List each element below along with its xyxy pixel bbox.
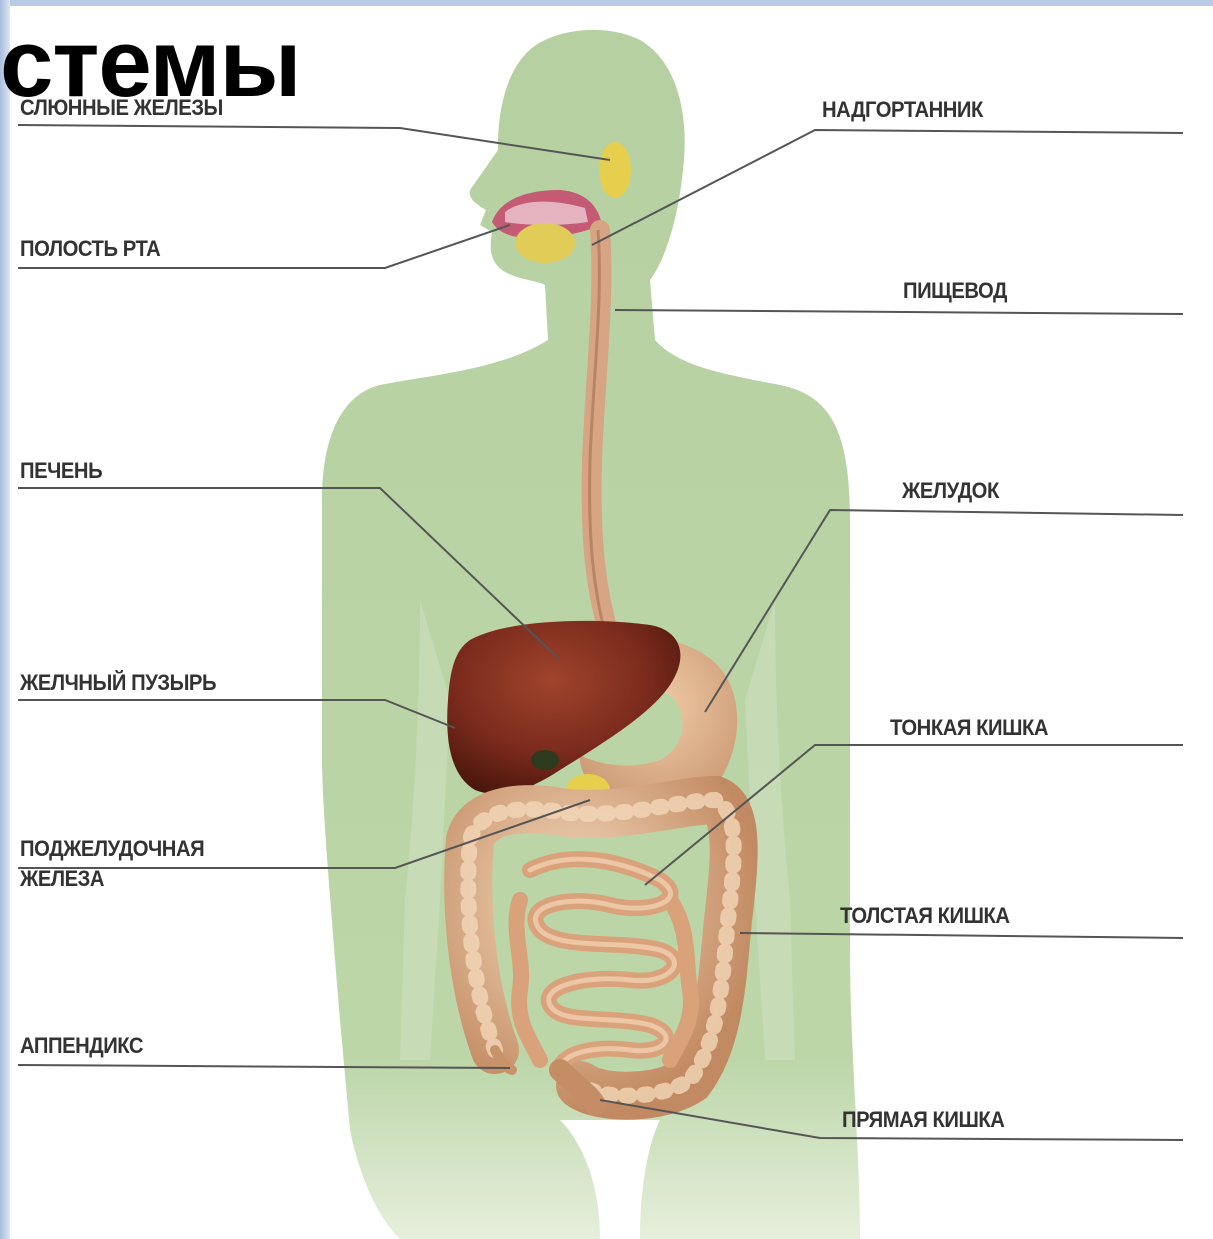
slide-title-fragment: стемы bbox=[0, 14, 301, 114]
label-liver: ПЕЧЕНЬ bbox=[20, 458, 102, 484]
label-small-intestine: ТОНКАЯ КИШКА bbox=[890, 715, 1048, 741]
leader-esophagus bbox=[615, 310, 1183, 314]
label-appendix: АППЕНДИКС bbox=[20, 1033, 143, 1059]
label-epiglottis: НАДГОРТАННИК bbox=[822, 97, 983, 123]
label-gallbladder: ЖЕЛЧНЫЙ ПУЗЫРЬ bbox=[20, 670, 216, 696]
label-stomach: ЖЕЛУДОК bbox=[902, 478, 999, 504]
label-esophagus: ПИЩЕВОД bbox=[903, 278, 1007, 304]
label-oral-cavity: ПОЛОСТЬ РТА bbox=[20, 236, 160, 262]
label-pancreas: ПОДЖЕЛУДОЧНАЯ ЖЕЛЕЗА bbox=[20, 834, 204, 894]
label-large-intestine: ТОЛСТАЯ КИШКА bbox=[840, 903, 1010, 929]
label-rectum: ПРЯМАЯ КИШКА bbox=[842, 1107, 1004, 1133]
salivary-gland bbox=[599, 142, 631, 198]
